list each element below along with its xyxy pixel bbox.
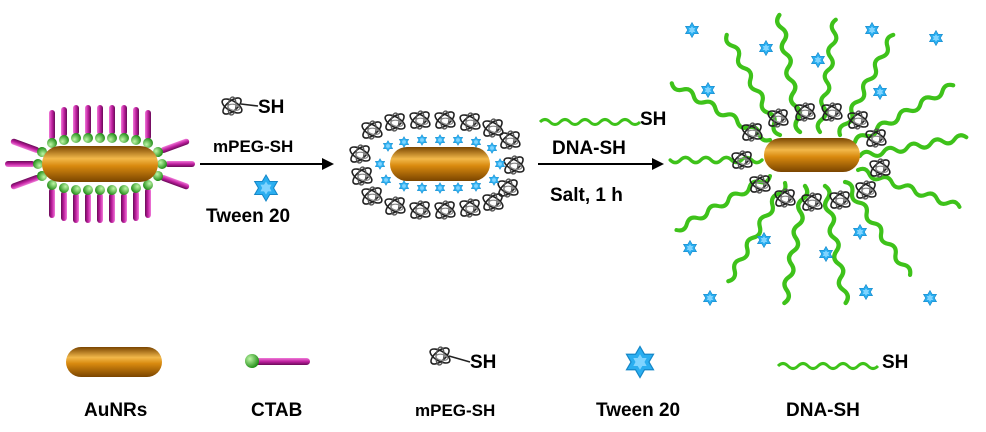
step1-mpeg-label: mPEG-SH <box>213 137 293 156</box>
step1-arrowhead <box>322 158 334 170</box>
legend-item-aunrs: AuNRs <box>66 347 162 421</box>
legend-label-mpeg: mPEG-SH <box>415 401 495 420</box>
mpeg-icon <box>427 344 453 368</box>
ctab-coated-nanorod <box>5 105 195 223</box>
legend-item-tween: Tween 20 <box>596 345 680 421</box>
legend-item-ctab: CTAB <box>245 354 310 421</box>
legend-label-tween: Tween 20 <box>596 400 680 421</box>
step2-reaction: SH DNA-SH Salt, 1 h <box>538 109 666 206</box>
legend-item-mpeg: SH mPEG-SH <box>415 344 496 420</box>
dna-icon <box>776 362 880 370</box>
dna-functionalized-nanorod <box>670 14 969 306</box>
step2-dna-label: DNA-SH <box>552 138 626 159</box>
ctab-tail-icon <box>254 358 310 365</box>
step1-tween-label: Tween 20 <box>206 206 290 227</box>
step2-salt-label: Salt, 1 h <box>550 185 623 206</box>
legend-label-aunrs: AuNRs <box>84 400 147 421</box>
ctab-layer-right <box>151 136 195 192</box>
ctab-layer-bottom <box>47 180 153 223</box>
peg-coated-nanorod <box>347 108 527 222</box>
legend-label-dna: DNA-SH <box>786 400 860 421</box>
dna-sh-icon <box>538 118 642 126</box>
legend: AuNRs CTAB SH mPEG-SH Tween 20 SH DNA-SH <box>66 344 908 421</box>
step2-sh-label: SH <box>640 109 666 130</box>
tween-icon <box>625 345 655 379</box>
ctab-head-icon <box>245 354 259 368</box>
step1-sh-label: SH <box>258 97 284 118</box>
legend-mpeg-sh-suffix: SH <box>470 352 496 373</box>
legend-item-dna: SH DNA-SH <box>776 352 908 421</box>
ctab-layer-top <box>47 105 153 148</box>
legend-dna-sh-suffix: SH <box>882 352 908 373</box>
tween-20-icon <box>254 174 278 202</box>
legend-label-ctab: CTAB <box>251 400 302 421</box>
step2-arrowhead <box>652 158 664 170</box>
gold-nanorod <box>390 147 490 181</box>
aunrs-icon <box>66 347 162 377</box>
ctab-layer-left <box>5 136 49 192</box>
step1-reaction: SH mPEG-SH Tween 20 <box>200 94 334 227</box>
gold-nanorod <box>42 146 158 182</box>
gold-nanorod <box>764 138 860 172</box>
mpeg-sh-icon <box>219 94 245 118</box>
